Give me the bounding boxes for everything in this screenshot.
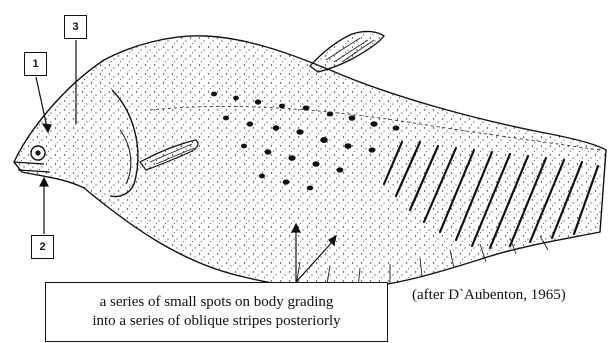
callout-box: a series of small spots on body grading …: [45, 282, 388, 342]
label-marker-3: 3: [64, 15, 87, 39]
source-credit: (after D`Aubenton, 1965): [412, 287, 566, 304]
callout-line-2: into a series of oblique stripes posteri…: [92, 312, 340, 331]
label-marker-2-text: 2: [39, 241, 45, 253]
fish-body: [14, 36, 606, 289]
label-marker-2: 2: [31, 235, 54, 259]
callout-line-1: a series of small spots on body grading: [100, 293, 334, 312]
label-marker-1: 1: [24, 52, 47, 76]
label-marker-3-text: 3: [72, 21, 78, 33]
label-marker-1-text: 1: [32, 58, 38, 70]
